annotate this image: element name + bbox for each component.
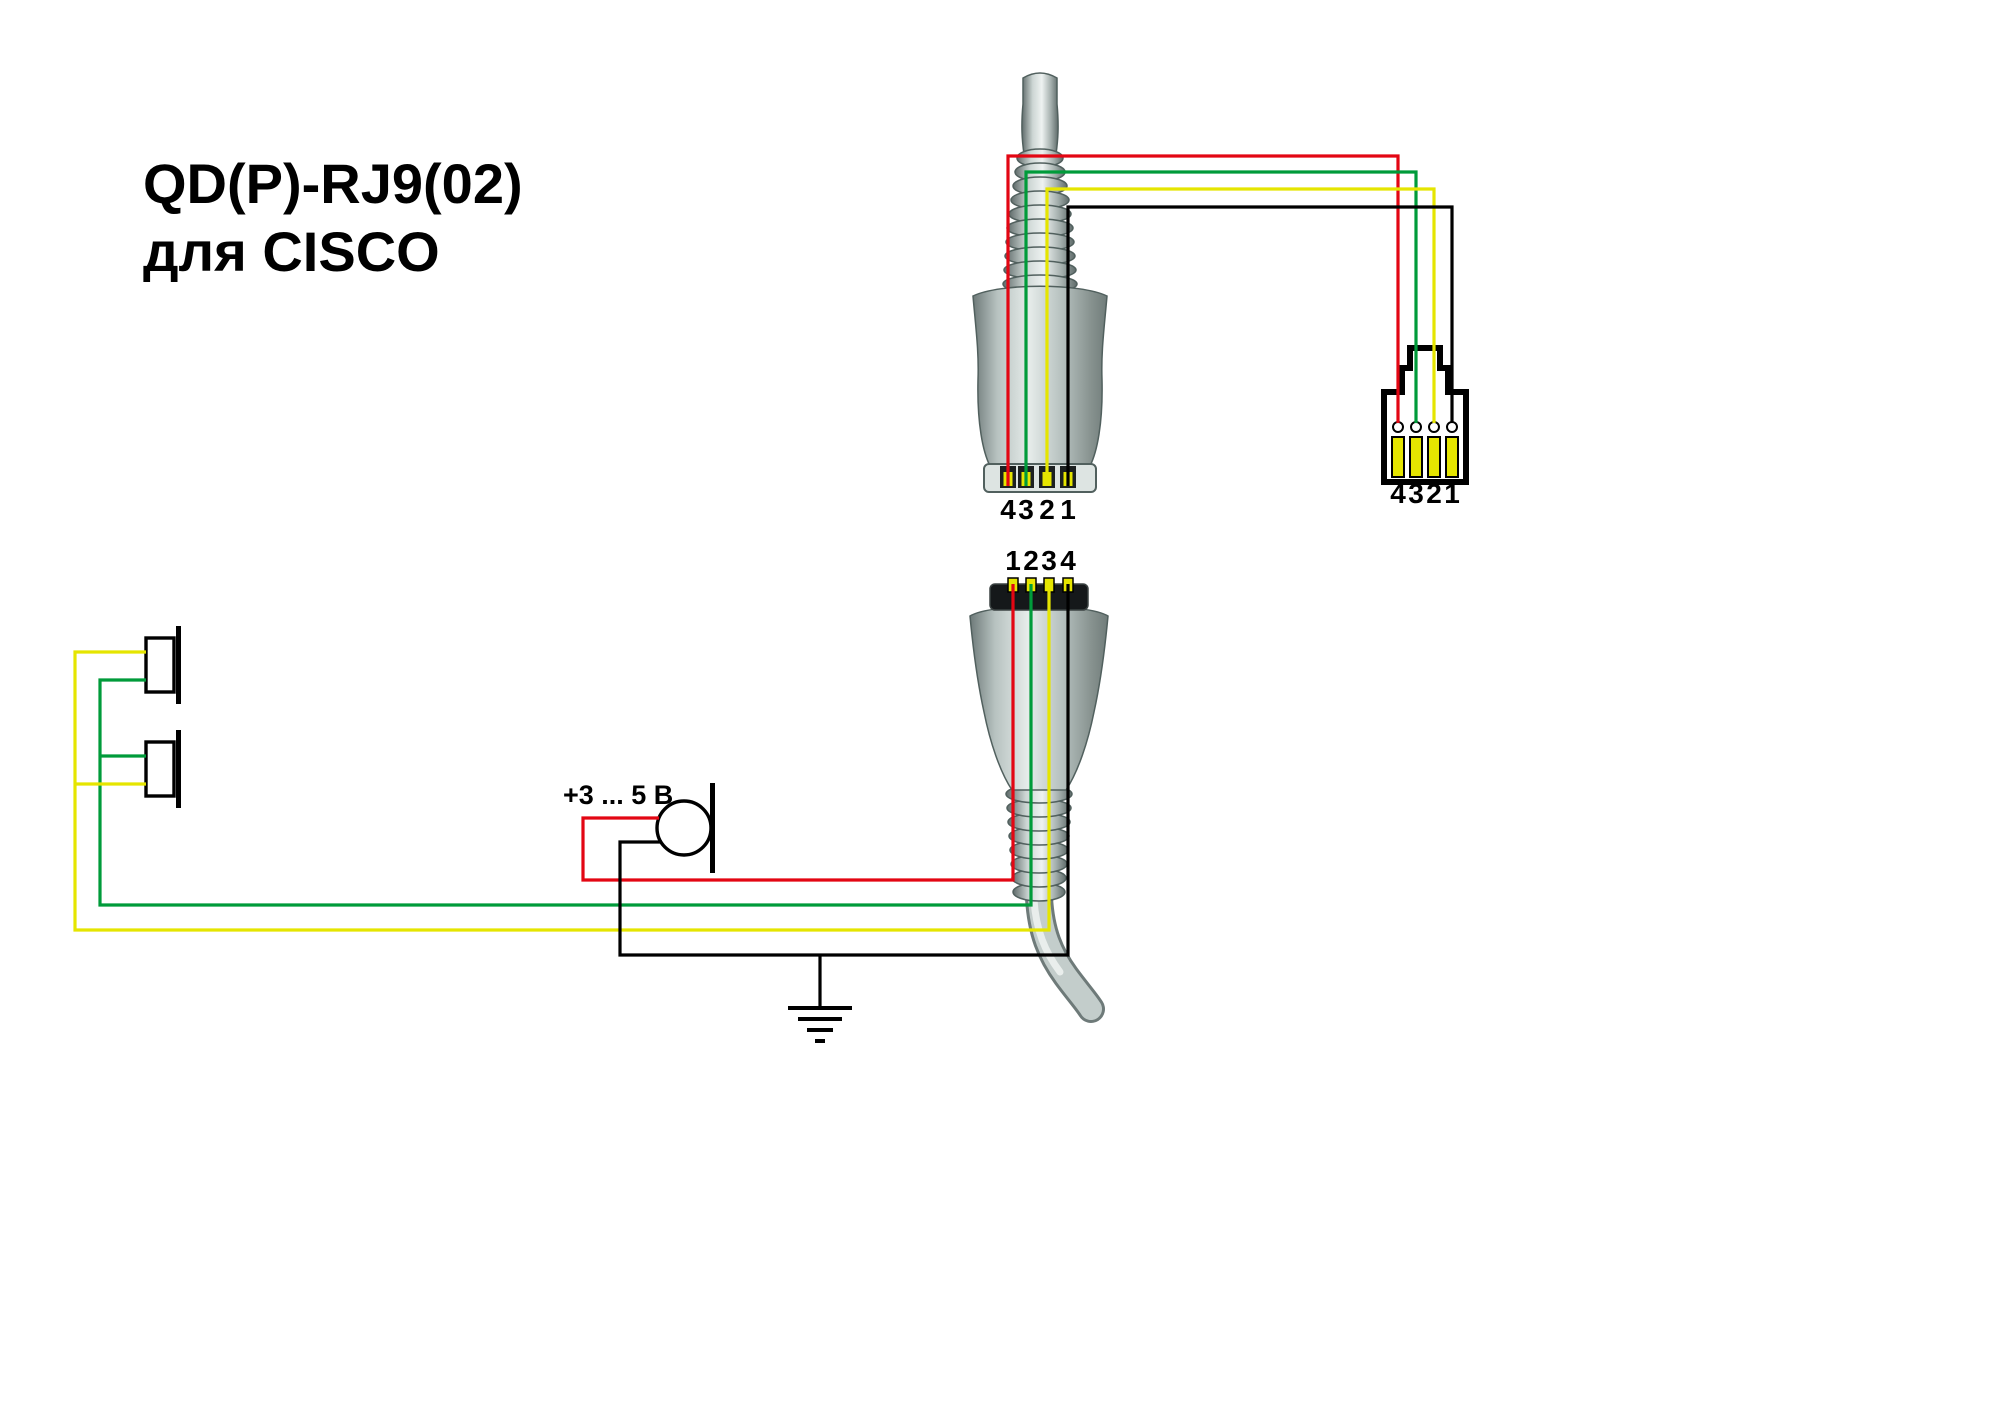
- wire-black-common: [618, 584, 1070, 957]
- qd-top-pin-label: 4: [1000, 494, 1016, 525]
- speaker-bottom: [144, 730, 181, 808]
- qd-top-cable: [1021, 72, 1059, 155]
- qd-bottom-pin-label: 3: [1041, 545, 1057, 576]
- microphone: [655, 783, 715, 873]
- ground-symbol: [788, 1006, 852, 1043]
- speaker-top: [144, 626, 181, 704]
- qd-bottom-cable-highlight: [1030, 896, 1064, 976]
- wire-green-top: [1024, 170, 1418, 486]
- speaker-baffle: [176, 626, 181, 704]
- rj9-wire-hole: [1410, 421, 1422, 433]
- rj9-pin: [1445, 436, 1459, 478]
- rj9-pin: [1409, 436, 1423, 478]
- wire-yellow-top: [1045, 187, 1436, 486]
- rj9-wire-hole: [1392, 421, 1404, 433]
- diagram-title-line1: QD(P)-RJ9(02): [143, 152, 523, 215]
- qd-bottom-body: [969, 605, 1109, 791]
- rj9-pin-label: 1: [1444, 478, 1460, 509]
- rj9-pin: [1391, 436, 1405, 478]
- qd-bottom-pin-label: 2: [1023, 545, 1039, 576]
- qd-bottom-pin-label: 1: [1005, 545, 1021, 576]
- rj9-wire-hole: [1446, 421, 1458, 433]
- wire-black-top: [1066, 205, 1454, 486]
- mic-voltage-label: +3 ... 5 В: [563, 780, 673, 810]
- speaker-icon: [144, 740, 176, 798]
- speaker-baffle: [176, 730, 181, 808]
- diagram-title-line2: для CISCO: [143, 220, 440, 284]
- qd-connector-top: [972, 72, 1108, 493]
- rj9-pin-label: 3: [1408, 478, 1424, 509]
- qd-top-pin-label: 3: [1018, 494, 1034, 525]
- rj9-pin-label: 2: [1426, 478, 1442, 509]
- qd-bottom-cable-fill: [1028, 887, 1102, 1020]
- wire-yellow-speaker: [73, 584, 1051, 932]
- qd-bottom-strain-relief: [1005, 784, 1073, 902]
- qd-top-pin-label: 1: [1060, 494, 1076, 525]
- qd-bottom-pin-label: 4: [1060, 545, 1076, 576]
- qd-top-pin-label: 2: [1039, 494, 1055, 525]
- diagram-title: QD(P)-RJ9(02) для CISCO: [143, 150, 523, 287]
- rj9-pin: [1427, 436, 1441, 478]
- rj9-wire-hole: [1428, 421, 1440, 433]
- microphone-plate: [710, 783, 715, 873]
- rj9-pin-label: 4: [1390, 478, 1406, 509]
- wires: [73, 154, 1454, 1007]
- wire-green-speaker: [98, 584, 1033, 907]
- rj9-connector: [1381, 345, 1469, 485]
- speaker-icon: [144, 636, 176, 694]
- pin-labels: 4 3 2 1 1 2 3 4 4 3 2 1 +3 ... 5 В: [563, 478, 1460, 810]
- qd-connector-bottom: [969, 577, 1109, 1023]
- qd-top-body: [972, 285, 1108, 467]
- wire-red-mic: [581, 584, 1015, 882]
- wire-red-top: [1006, 154, 1400, 486]
